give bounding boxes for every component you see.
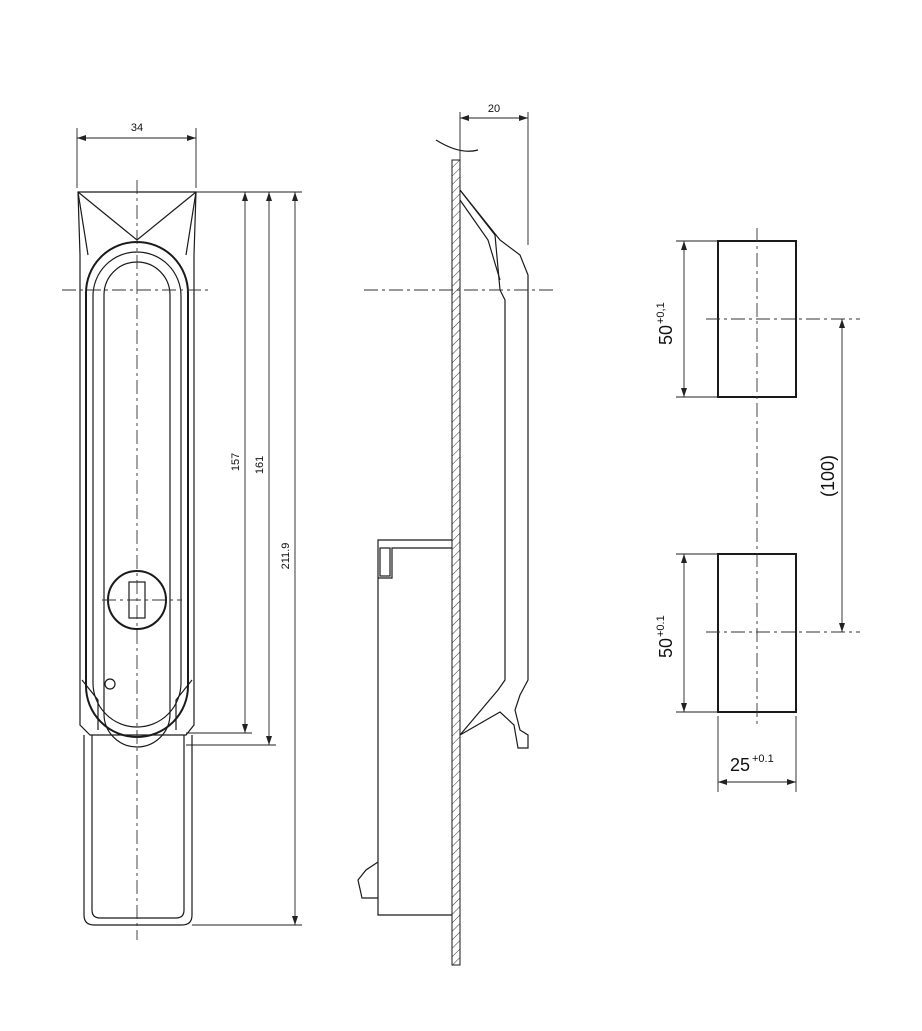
lower-flaps (81, 679, 193, 730)
cutout-top-height-tol: +0,1 (655, 302, 667, 324)
handle-inner-profile (459, 189, 506, 736)
pull-bail (83, 735, 193, 926)
cutout-bottom-height-label: 50 (656, 638, 676, 658)
front-view: 34 157 161 211.9 (62, 122, 302, 940)
indicator-dot (104, 678, 116, 690)
housing-tab (379, 547, 391, 577)
front-width-label: 34 (131, 122, 143, 134)
height-161-label: 161 (254, 456, 266, 474)
cutout-width-tol: +0.1 (752, 753, 774, 765)
rear-latch (357, 861, 379, 899)
handle-profile (459, 189, 529, 749)
cutout-bottom-height-tol: +0.1 (655, 615, 667, 637)
panel-section (451, 159, 461, 966)
escutcheon-outline (77, 191, 197, 736)
cutout-width-label: 25 (730, 755, 750, 775)
side-view: 20 (357, 103, 556, 966)
height-157-label: 157 (230, 453, 242, 471)
cutout-top-height-label: 50 (656, 325, 676, 345)
cutout-spacing-label: (100) (818, 455, 838, 497)
break-line (435, 139, 479, 152)
cutout-view: 50 +0,1 50 +0.1 (100) 25 +0.1 (655, 228, 860, 792)
side-depth-label: 20 (488, 103, 500, 115)
handle-chamfer (459, 199, 501, 281)
height-211-label: 211.9 (280, 543, 292, 570)
handle-inner (92, 251, 182, 728)
rear-housing (377, 539, 452, 916)
